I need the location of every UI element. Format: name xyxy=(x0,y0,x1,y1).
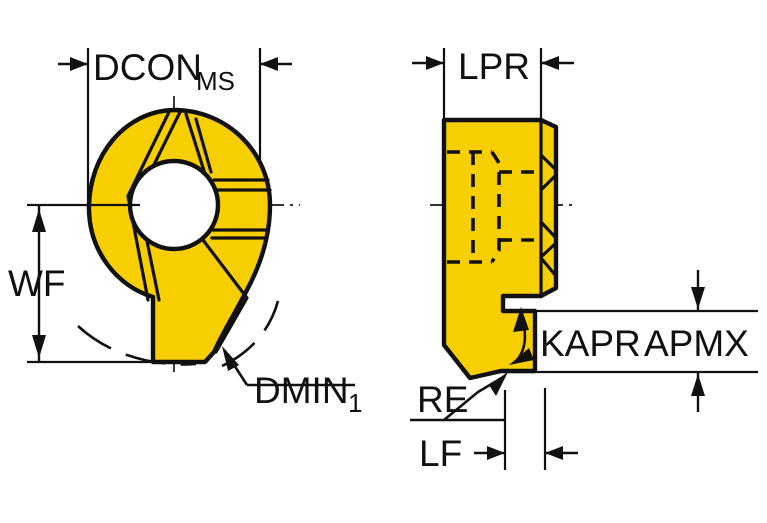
insert-facet-line-9 xyxy=(201,238,249,354)
side-view-facet-2 xyxy=(539,173,558,192)
apmx-arrow-bottom-icon xyxy=(691,374,705,396)
insert-bore-front xyxy=(127,158,221,252)
front-view-group: DCON MS WF DMIN xyxy=(8,47,362,418)
side-view-hidden-bore-right xyxy=(490,151,501,263)
re-label: RE xyxy=(417,379,468,420)
apmx-arrow-top-icon xyxy=(691,287,705,309)
side-view-facet-1 xyxy=(539,153,558,172)
dcon-label: DCON xyxy=(93,47,202,88)
wf-arrow-top-icon xyxy=(32,209,46,232)
kapr-arrow-up-icon xyxy=(513,307,529,332)
wf-label: WF xyxy=(8,263,66,304)
lf-arrow-right-icon xyxy=(545,446,563,460)
lf-arrow-left-icon xyxy=(487,446,505,460)
kapr-arrow-down-icon xyxy=(509,348,534,365)
re-arrow-icon xyxy=(489,372,508,396)
re-leader-line-2 xyxy=(443,390,479,422)
lpr-arrow-right-icon xyxy=(541,56,559,70)
lf-label: LF xyxy=(419,433,462,474)
dcon-arrow-left-icon xyxy=(70,57,88,71)
dmin-subscript-label: 1 xyxy=(348,388,362,418)
side-view-group: LPR KAPR APMX xyxy=(410,46,758,474)
dcon-subscript-label: MS xyxy=(196,66,235,96)
dcon-arrow-right-icon xyxy=(260,57,278,71)
kapr-label: KAPR xyxy=(540,323,641,364)
dmin-arc-left xyxy=(77,325,197,366)
wf-arrow-bottom-icon xyxy=(32,335,46,358)
dmin-arrow-icon xyxy=(222,346,239,371)
insert-facet-line-4 xyxy=(194,117,213,174)
lpr-arrow-left-icon xyxy=(426,56,444,70)
side-view-facet-3 xyxy=(539,220,558,240)
side-view-facet-4 xyxy=(539,241,558,259)
lpr-label: LPR xyxy=(458,46,530,87)
insert-facet-line-1 xyxy=(126,110,171,302)
insert-facet-line-3 xyxy=(184,112,207,176)
apmx-label: APMX xyxy=(644,323,749,364)
dmin-label: DMIN xyxy=(254,370,349,411)
side-view-facet-5 xyxy=(539,256,558,278)
